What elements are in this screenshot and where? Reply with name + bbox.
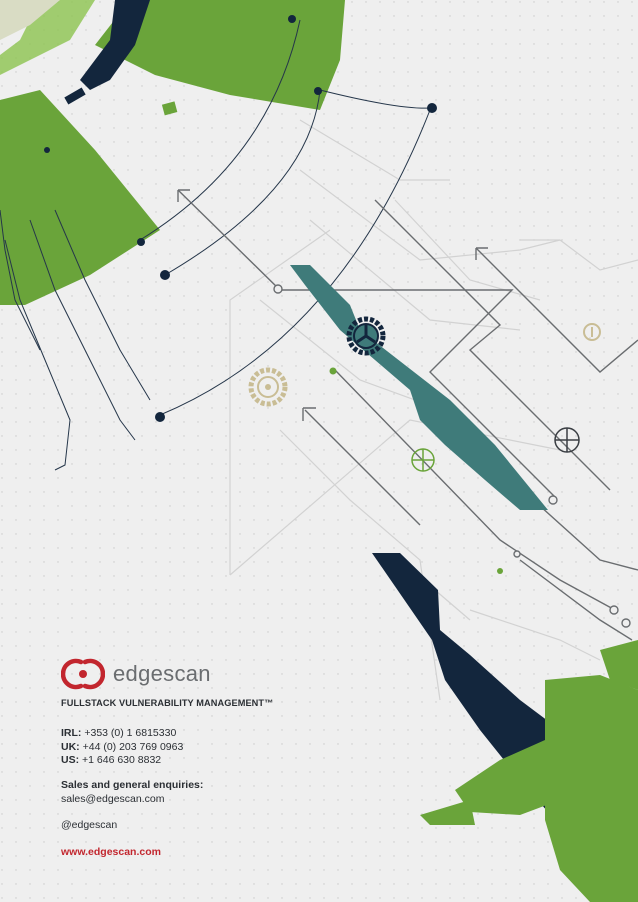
phone-label: IRL: [61, 727, 82, 739]
green-nodes [329, 367, 503, 574]
green-corner-shapes [420, 640, 638, 902]
brand-name: edgescan [113, 661, 211, 686]
navy-gear-icon [346, 316, 386, 356]
phone-number[interactable]: +44 (0) 203 769 0963 [82, 740, 184, 753]
phone-row: IRL: +353 (0) 1 6815330 [61, 727, 321, 741]
green-crosshair-icon [411, 448, 435, 472]
enquiries-label: Sales and general enquiries: [61, 778, 204, 791]
phone-row: UK: +44 (0) 203 769 0963 [61, 741, 321, 755]
navy-accent-shapes [64, 0, 150, 105]
arrow-line-nodes [273, 284, 631, 628]
tan-gear-icon [248, 367, 288, 407]
social-handle-link[interactable]: @edgescan [61, 818, 118, 831]
phone-number[interactable]: +353 (0) 1 6815330 [84, 727, 177, 739]
arrow-lines [177, 189, 638, 641]
website-link[interactable]: www.edgescan.com [61, 845, 161, 858]
brand-tagline: FULLSTACK VULNERABILITY MANAGEMENT™ [61, 698, 274, 708]
green-square-marker [161, 101, 178, 116]
concentric-arc-dots [44, 15, 437, 422]
edgescan-logo-icon [61, 658, 105, 690]
contact-block: edgescan FULLSTACK VULNERABILITY MANAGEM… [61, 655, 321, 858]
phone-list: IRL: +353 (0) 1 6815330 UK: +44 (0) 203 … [61, 727, 321, 768]
phone-label: UK: [61, 740, 80, 753]
concentric-arc-lines [0, 19, 433, 471]
enquiries-email-link[interactable]: sales@edgescan.com [61, 792, 165, 805]
small-gear-icon [583, 323, 601, 341]
logo-row: edgescan [61, 655, 321, 693]
teal-diagonal-band [290, 265, 548, 510]
phone-number[interactable]: +1 646 630 8832 [82, 754, 162, 766]
phone-row: US: +1 646 630 8832 [61, 754, 321, 768]
navy-crosshair-icon [554, 427, 580, 453]
green-arc-shapes [0, 0, 345, 305]
phone-label: US: [61, 754, 80, 766]
